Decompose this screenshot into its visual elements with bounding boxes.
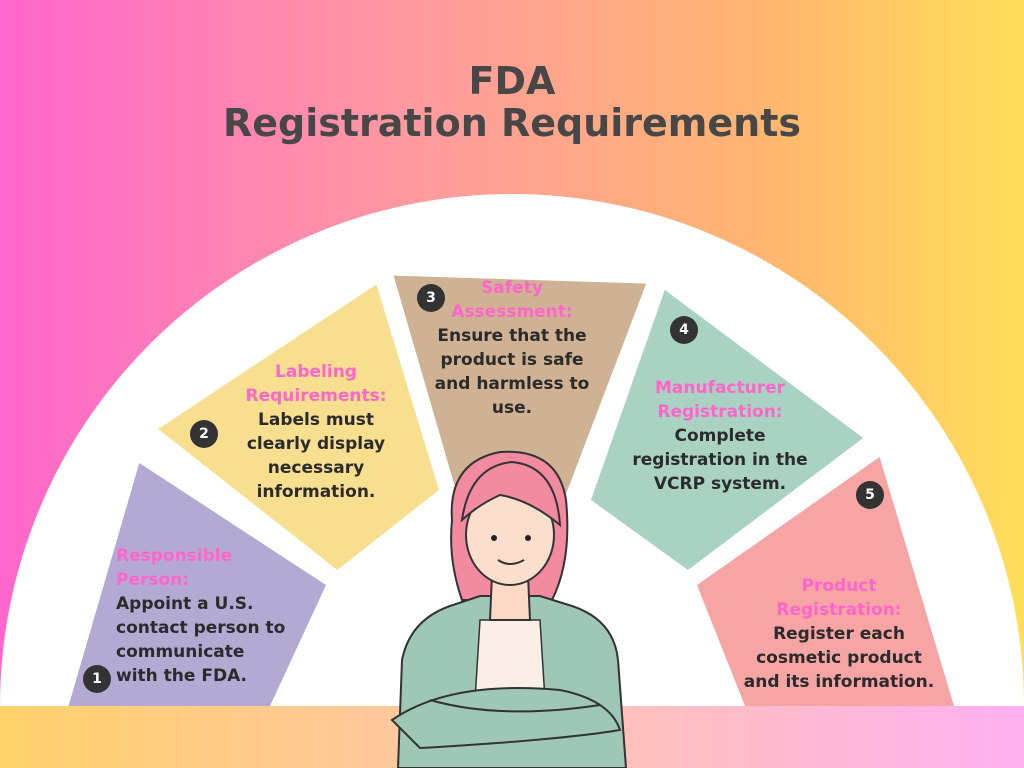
segment-3-heading: Safety Assessment:: [451, 278, 573, 322]
mouth-shape: [497, 559, 525, 565]
step-badge-2: 2: [190, 420, 218, 448]
title-line-2: Registration Requirements: [222, 101, 802, 145]
step-badge-1: 1: [83, 665, 111, 693]
arm-fold-shape: [429, 699, 601, 713]
segment-4-text: Manufacturer Registration: Complete regi…: [622, 376, 818, 496]
step-badge-5: 5: [856, 481, 884, 509]
segment-4-description: Complete registration in the VCRP system…: [632, 426, 808, 494]
segment-1-shape: [68, 463, 326, 706]
segment-1-description: Appoint a U.S. contact person to communi…: [116, 594, 286, 686]
segment-1-heading: Responsible Person:: [116, 546, 233, 590]
segment-1-text: Responsible Person: Appoint a U.S. conta…: [116, 544, 292, 688]
step-badge-3: 3: [417, 284, 445, 312]
segment-3-description: Ensure that the product is safe and harm…: [434, 326, 590, 418]
segment-3-shape: [393, 275, 647, 494]
segment-2-text: Labeling Requirements: Labels must clear…: [236, 360, 396, 504]
segment-2-heading: Labeling Requirements:: [245, 362, 387, 406]
segment-3-text: Safety Assessment: Ensure that the produ…: [432, 276, 592, 420]
segment-2-description: Labels must clearly display necessary in…: [246, 410, 386, 502]
segment-5-shape: [697, 457, 954, 706]
right-eye-shape: [525, 535, 531, 541]
segment-4-shape: [591, 289, 864, 570]
segment-2-shape: [158, 284, 439, 570]
woman-illustration: [390, 450, 628, 768]
segment-5-heading: Product Registration:: [776, 576, 902, 620]
step-badge-4: 4: [670, 316, 698, 344]
segment-5-text: Product Registration: Register each cosm…: [742, 574, 936, 694]
title-line-1: FDA: [468, 59, 556, 103]
segment-4-heading: Manufacturer Registration:: [654, 378, 786, 422]
left-eye-shape: [491, 535, 497, 541]
arms-shape: [390, 687, 622, 750]
page-title: FDA Registration Requirements: [0, 60, 1024, 144]
segment-5-description: Register each cosmetic product and its i…: [743, 624, 935, 692]
hair-bangs-shape: [460, 460, 562, 528]
